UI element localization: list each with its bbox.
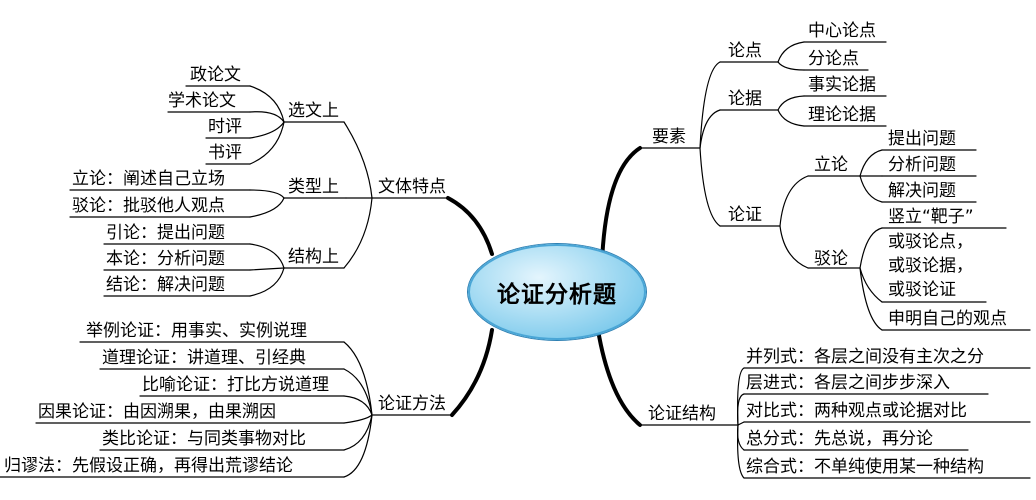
leaf-juli[interactable]: 举例论证：用事实、实例说理 <box>86 321 307 341</box>
leaf-guimiu[interactable]: 归谬法：先假设正确，再得出荒谬结论 <box>4 456 293 476</box>
leaf-shuli-bazi[interactable]: 竖立“靶子” <box>888 207 974 227</box>
leaf-shishi-lunju[interactable]: 事实论据 <box>808 75 876 95</box>
leaf-yinlun[interactable]: 引论：提出问题 <box>106 223 225 243</box>
sub-lunzheng-label[interactable]: 论证 <box>728 205 762 225</box>
leaf-zongfen[interactable]: 总分式：先总说，再分论 <box>746 429 933 449</box>
sub-bolun-label[interactable]: 驳论 <box>814 249 848 269</box>
leaf-binglie[interactable]: 并列式：各层之间没有主次之分 <box>746 347 984 367</box>
leaf-daoli[interactable]: 道理论证：讲道理、引经典 <box>102 348 306 368</box>
leaf-shenming-guandian[interactable]: 申明自己的观点 <box>888 309 1007 329</box>
leaf-fenxi-wenti[interactable]: 分析问题 <box>888 155 956 175</box>
leaf-jielun[interactable]: 结论：解决问题 <box>106 275 225 295</box>
leaf-benlun[interactable]: 本论：分析问题 <box>106 249 225 269</box>
leaf-zonghe[interactable]: 综合式：不单纯使用某一种结构 <box>746 457 984 477</box>
leaf-shiping[interactable]: 时评 <box>208 117 242 137</box>
leaf-huobo-options[interactable]: 或驳论点， 或驳论据， 或驳论证 <box>888 232 973 300</box>
branch-wenti-label[interactable]: 文体特点 <box>378 177 446 197</box>
leaf-fen-lundian[interactable]: 分论点 <box>808 49 859 69</box>
leaf-cengjin[interactable]: 层进式：各层之间步步深入 <box>746 373 950 393</box>
branch-yaosu-label[interactable]: 要素 <box>652 127 686 147</box>
leaf-zhenglunwen[interactable]: 政论文 <box>190 65 241 85</box>
leaf-zhongxin-lundian[interactable]: 中心论点 <box>808 21 876 41</box>
branch-fangfa-label[interactable]: 论证方法 <box>378 394 446 414</box>
sub-xuanwen-label[interactable]: 选文上 <box>288 101 339 121</box>
sub-leixing-label[interactable]: 类型上 <box>288 177 339 197</box>
leaf-leibi[interactable]: 类比论证：与同类事物对比 <box>102 429 306 449</box>
leaf-bolun-type[interactable]: 驳论：批驳他人观点 <box>72 196 225 216</box>
sub-lundian-label[interactable]: 论点 <box>728 41 762 61</box>
sub-jiegou-label[interactable]: 结构上 <box>288 247 339 267</box>
leaf-duibi[interactable]: 对比式：两种观点或论据对比 <box>746 401 967 421</box>
leaf-lilun-type[interactable]: 立论：阐述自己立场 <box>72 169 225 189</box>
leaf-xueshulunwen[interactable]: 学术论文 <box>168 91 236 111</box>
leaf-shuping[interactable]: 书评 <box>208 143 242 163</box>
sub-lilun-label[interactable]: 立论 <box>814 155 848 175</box>
leaf-yinguo[interactable]: 因果论证：由因溯果，由果溯因 <box>38 402 276 422</box>
central-topic-label: 论证分析题 <box>497 282 617 308</box>
leaf-lilun-lunju[interactable]: 理论论据 <box>808 105 876 125</box>
leaf-jiejue-wenti[interactable]: 解决问题 <box>888 181 956 201</box>
leaf-biyu[interactable]: 比喻论证：打比方说道理 <box>142 375 329 395</box>
central-topic-node[interactable]: 论证分析题 <box>468 244 646 340</box>
leaf-tichu-wenti[interactable]: 提出问题 <box>888 129 956 149</box>
sub-lunju-label[interactable]: 论据 <box>728 89 762 109</box>
branch-jiegou-label[interactable]: 论证结构 <box>648 404 716 424</box>
